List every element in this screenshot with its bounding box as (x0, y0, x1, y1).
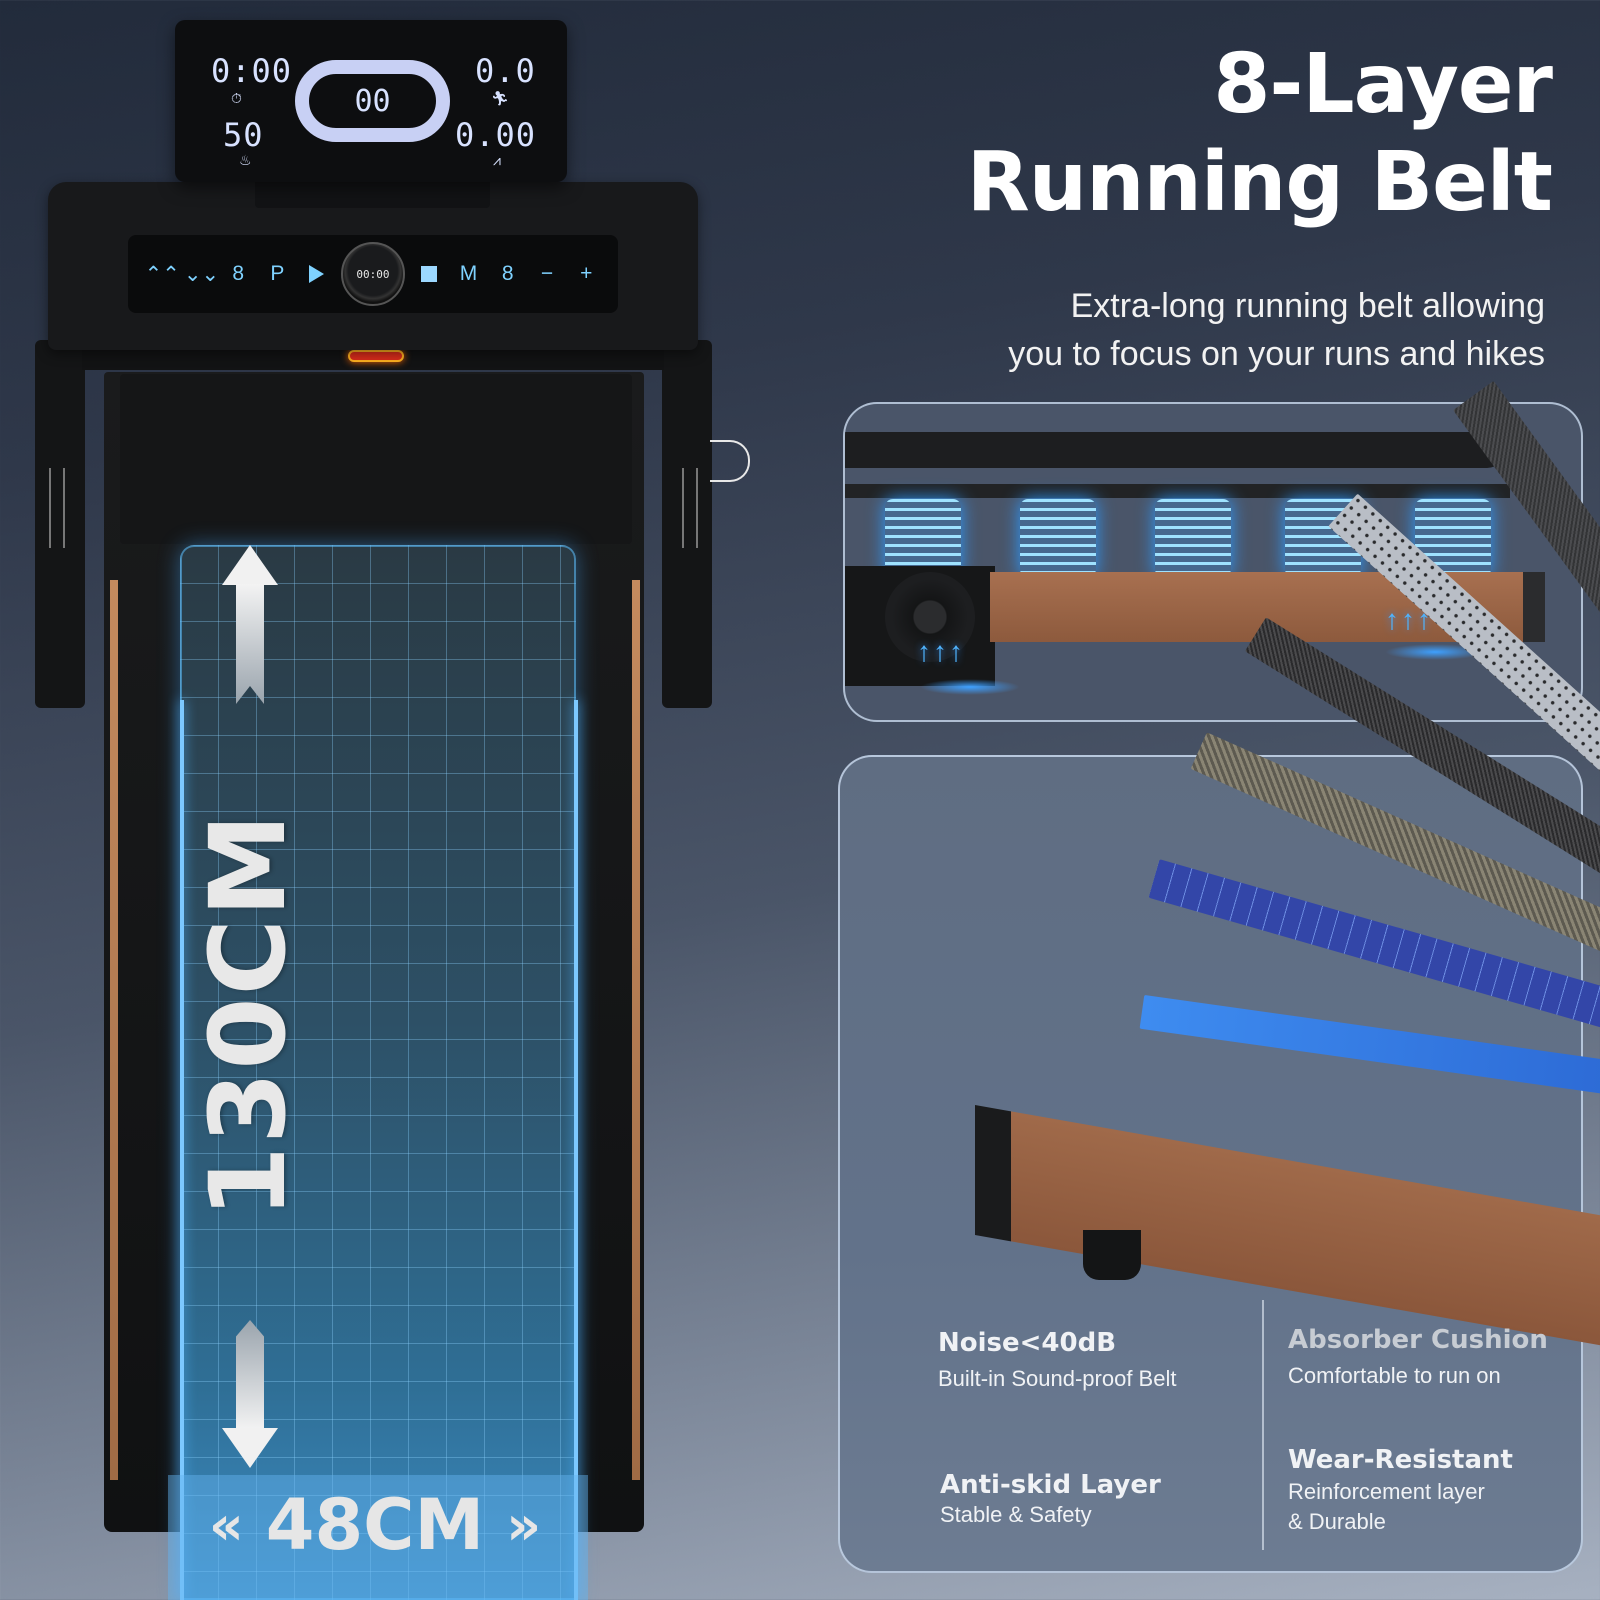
stop-button[interactable] (414, 266, 444, 282)
mode-button[interactable]: M (459, 262, 478, 285)
spring-icon (1020, 499, 1096, 577)
belt-length-label: 130CM (187, 811, 309, 1219)
upright-left (35, 340, 85, 708)
wood-trim-left (110, 580, 118, 1480)
subtitle-line-2: you to focus on your runs and hikes (1008, 335, 1545, 373)
length-arrow-up-icon (222, 545, 278, 585)
feature-absorber: Absorber Cushion Comfortable to run on (1288, 1325, 1548, 1391)
distance-readout: 0.00 (455, 116, 537, 154)
feature-divider-bottom (1262, 1420, 1264, 1550)
control-knob[interactable]: 00:00 (340, 242, 405, 306)
speed-plus-button[interactable]: + (580, 262, 593, 285)
glow-pad-left (920, 679, 1020, 695)
chevron-left-icon: « (208, 1493, 244, 1557)
belt-width-label: « 48CM » (170, 1480, 580, 1570)
calories-readout: 50 (223, 116, 264, 154)
grip-right-icon (682, 468, 698, 548)
deck-top-plate (845, 432, 1505, 468)
feature-title: Noise<40dB (938, 1328, 1117, 1358)
feature-noise: Noise<40dB Built-in Sound-proof Belt (938, 1328, 1176, 1394)
length-arrow-up-shaft (236, 584, 264, 704)
lift-arrows-left-icon: ↑↑↑ (917, 636, 965, 667)
roller-wheel-icon (885, 572, 975, 662)
feature-desc: Stable & Safety (940, 1502, 1092, 1527)
feature-title: Wear-Resistant (1288, 1445, 1513, 1475)
feature-title: Absorber Cushion (1288, 1325, 1548, 1355)
lcd-console: 0:00 ⏱ 50 ♨ 00 0.0 🏃︎ 0.00 ⩘ (175, 20, 567, 182)
feature-wear-resistant: Wear-Resistant Reinforcement layer & Dur… (1288, 1445, 1513, 1537)
knob-time: 00:00 (356, 267, 390, 281)
play-icon (309, 265, 325, 283)
feature-divider-top (1262, 1300, 1264, 1420)
feature-anti-skid: Anti-skid Layer Stable & Safety (940, 1470, 1161, 1530)
belt-glow-left (180, 700, 184, 1600)
speed-minus-button[interactable]: − (540, 262, 554, 285)
preset-8-right-button[interactable]: 8 (501, 262, 514, 285)
chevron-right-icon: » (506, 1493, 542, 1557)
deck-mid-plate (845, 484, 1510, 498)
rubber-foot (1083, 1230, 1141, 1280)
subtitle-line-1: Extra-long running belt allowing (1070, 287, 1545, 325)
length-arrow-down-shaft (236, 1320, 264, 1430)
preset-8-left-button[interactable]: 8 (232, 262, 244, 285)
safety-clip-icon (710, 440, 750, 482)
shock-absorber-card: ↑↑↑ ↑↑↑ (843, 402, 1583, 722)
flame-icon: ♨ (239, 152, 252, 168)
feature-desc-line-2: & Durable (1288, 1509, 1386, 1534)
page-title: 8-Layer Running Belt (966, 36, 1553, 232)
glow-pad-right (1385, 644, 1485, 660)
length-arrow-down-icon (222, 1428, 278, 1468)
speed-readout: 0.0 (475, 52, 536, 90)
runner-icon: 🏃︎ (491, 90, 509, 106)
grip-left-icon (49, 468, 65, 548)
time-readout: 0:00 (211, 52, 293, 90)
program-button[interactable]: P (270, 262, 285, 285)
feature-desc: Comfortable to run on (1288, 1363, 1501, 1388)
belt-glow-right (574, 700, 578, 1600)
incline-up-button[interactable]: ⌃⌃ (144, 262, 180, 286)
stop-icon (421, 266, 438, 282)
motor-hood (120, 374, 632, 544)
feature-desc: Built-in Sound-proof Belt (938, 1366, 1177, 1391)
title-line-1: 8-Layer (1213, 37, 1553, 132)
start-button[interactable] (302, 265, 332, 283)
feature-desc-line-1: Reinforcement layer (1288, 1479, 1485, 1504)
control-panel: ⌃⌃ ⌄⌄ 8 P 00:00 M 8 − + (128, 235, 618, 313)
title-line-2: Running Belt (966, 135, 1553, 230)
center-readout: 00 (354, 83, 391, 119)
safety-key[interactable] (348, 350, 404, 362)
page-subtitle: Extra-long running belt allowing you to … (1008, 282, 1545, 378)
spring-icon (885, 499, 961, 577)
belt-width-value: 48CM (265, 1484, 485, 1566)
wood-trim-right (632, 580, 640, 1480)
road-icon: ⩘ (493, 152, 501, 168)
spring-icon (1155, 499, 1231, 577)
width-highlight-band (168, 1475, 588, 1600)
stopwatch-icon: ⏱ (231, 90, 242, 106)
upright-right (662, 340, 712, 708)
incline-down-button[interactable]: ⌄⌄ (183, 262, 220, 286)
feature-title: Anti-skid Layer (940, 1470, 1161, 1500)
